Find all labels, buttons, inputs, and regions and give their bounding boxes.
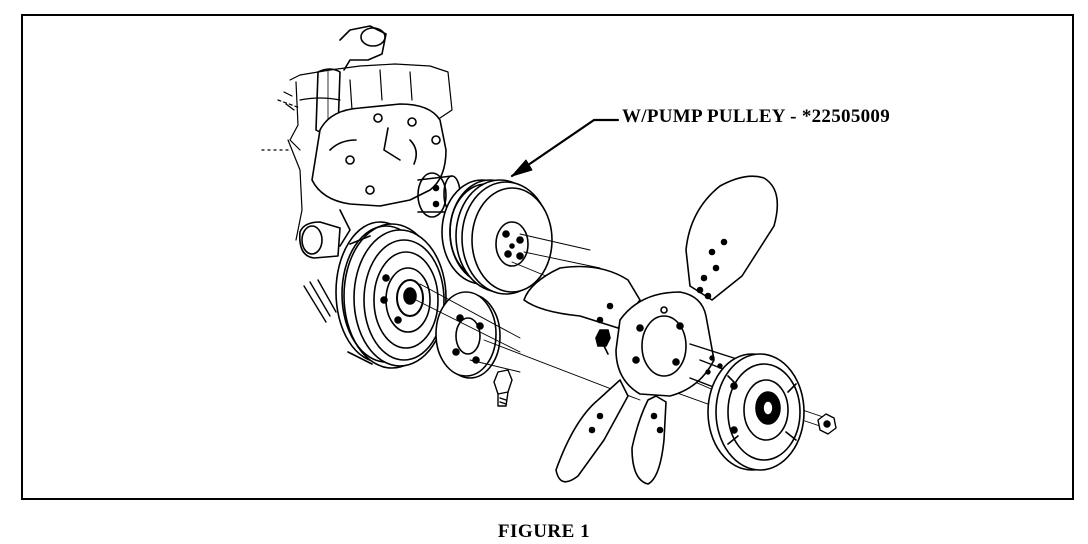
water-pump-pulley (441, 179, 553, 295)
pump-pulley-callout-label: W/PUMP PULLEY - *22505009 (622, 106, 891, 127)
bolt (493, 369, 513, 407)
ac-compressor-pulley (335, 221, 447, 369)
water-pump (298, 103, 461, 259)
figure-caption: FIGURE 1 (497, 521, 591, 542)
spacer-plate (435, 291, 501, 379)
fan-clutch (707, 353, 805, 471)
fan-assembly (523, 175, 779, 485)
drive-belt (303, 279, 337, 323)
nut (817, 413, 837, 435)
figure-frame (21, 14, 1074, 500)
engine-block (261, 63, 453, 241)
callout-leader (510, 118, 620, 178)
